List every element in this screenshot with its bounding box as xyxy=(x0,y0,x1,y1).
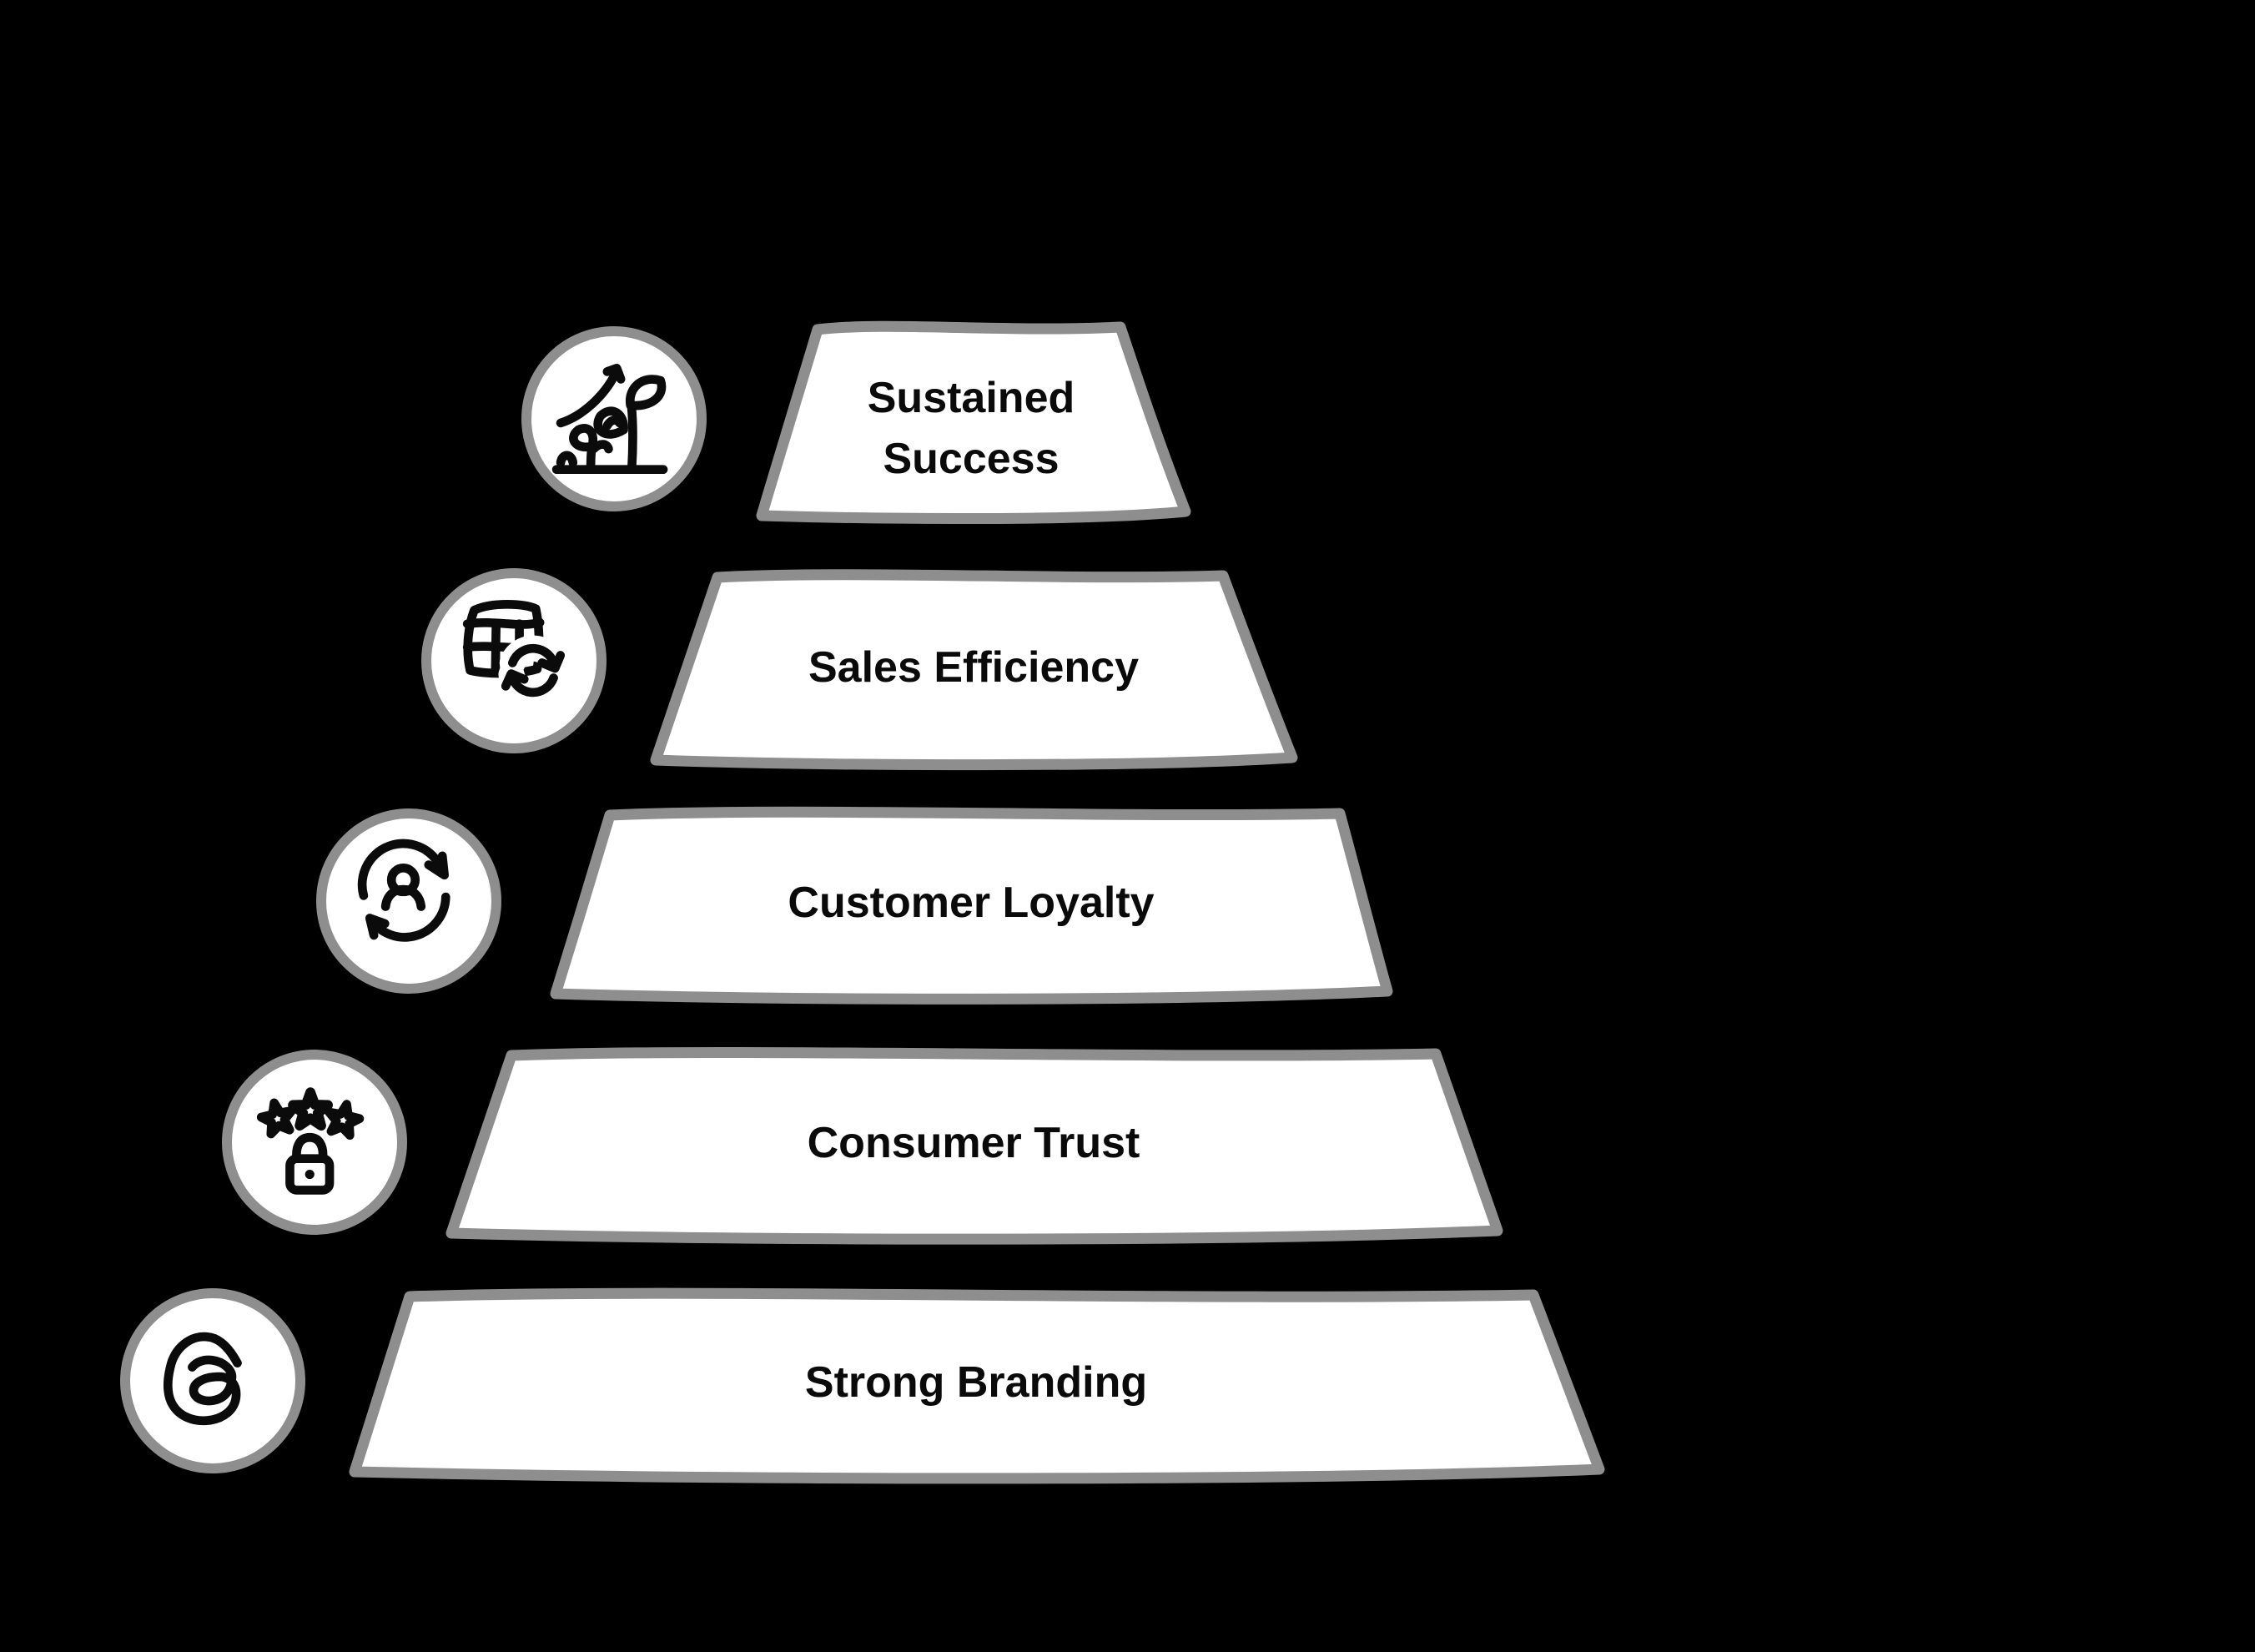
level-3-shape xyxy=(550,806,1393,1005)
level-1-label: Sustained Success xyxy=(867,374,1075,483)
growth-plant-icon xyxy=(521,326,707,511)
brand-scribble-icon xyxy=(120,1288,305,1473)
level-3-label: Customer Loyalty xyxy=(788,878,1155,927)
level-4-label: Consumer Trust xyxy=(807,1118,1140,1167)
level-1-shape xyxy=(756,320,1191,525)
level-4-shape xyxy=(445,1046,1503,1245)
level-5-shape xyxy=(349,1287,1605,1484)
level-5-label: Strong Branding xyxy=(804,1357,1148,1407)
stars-lock-icon xyxy=(222,1050,407,1235)
level-2-label: Sales Efficiency xyxy=(808,642,1139,692)
level-2-shape xyxy=(650,569,1298,771)
table-sync-icon xyxy=(421,568,607,753)
person-cycle-icon xyxy=(316,808,501,994)
